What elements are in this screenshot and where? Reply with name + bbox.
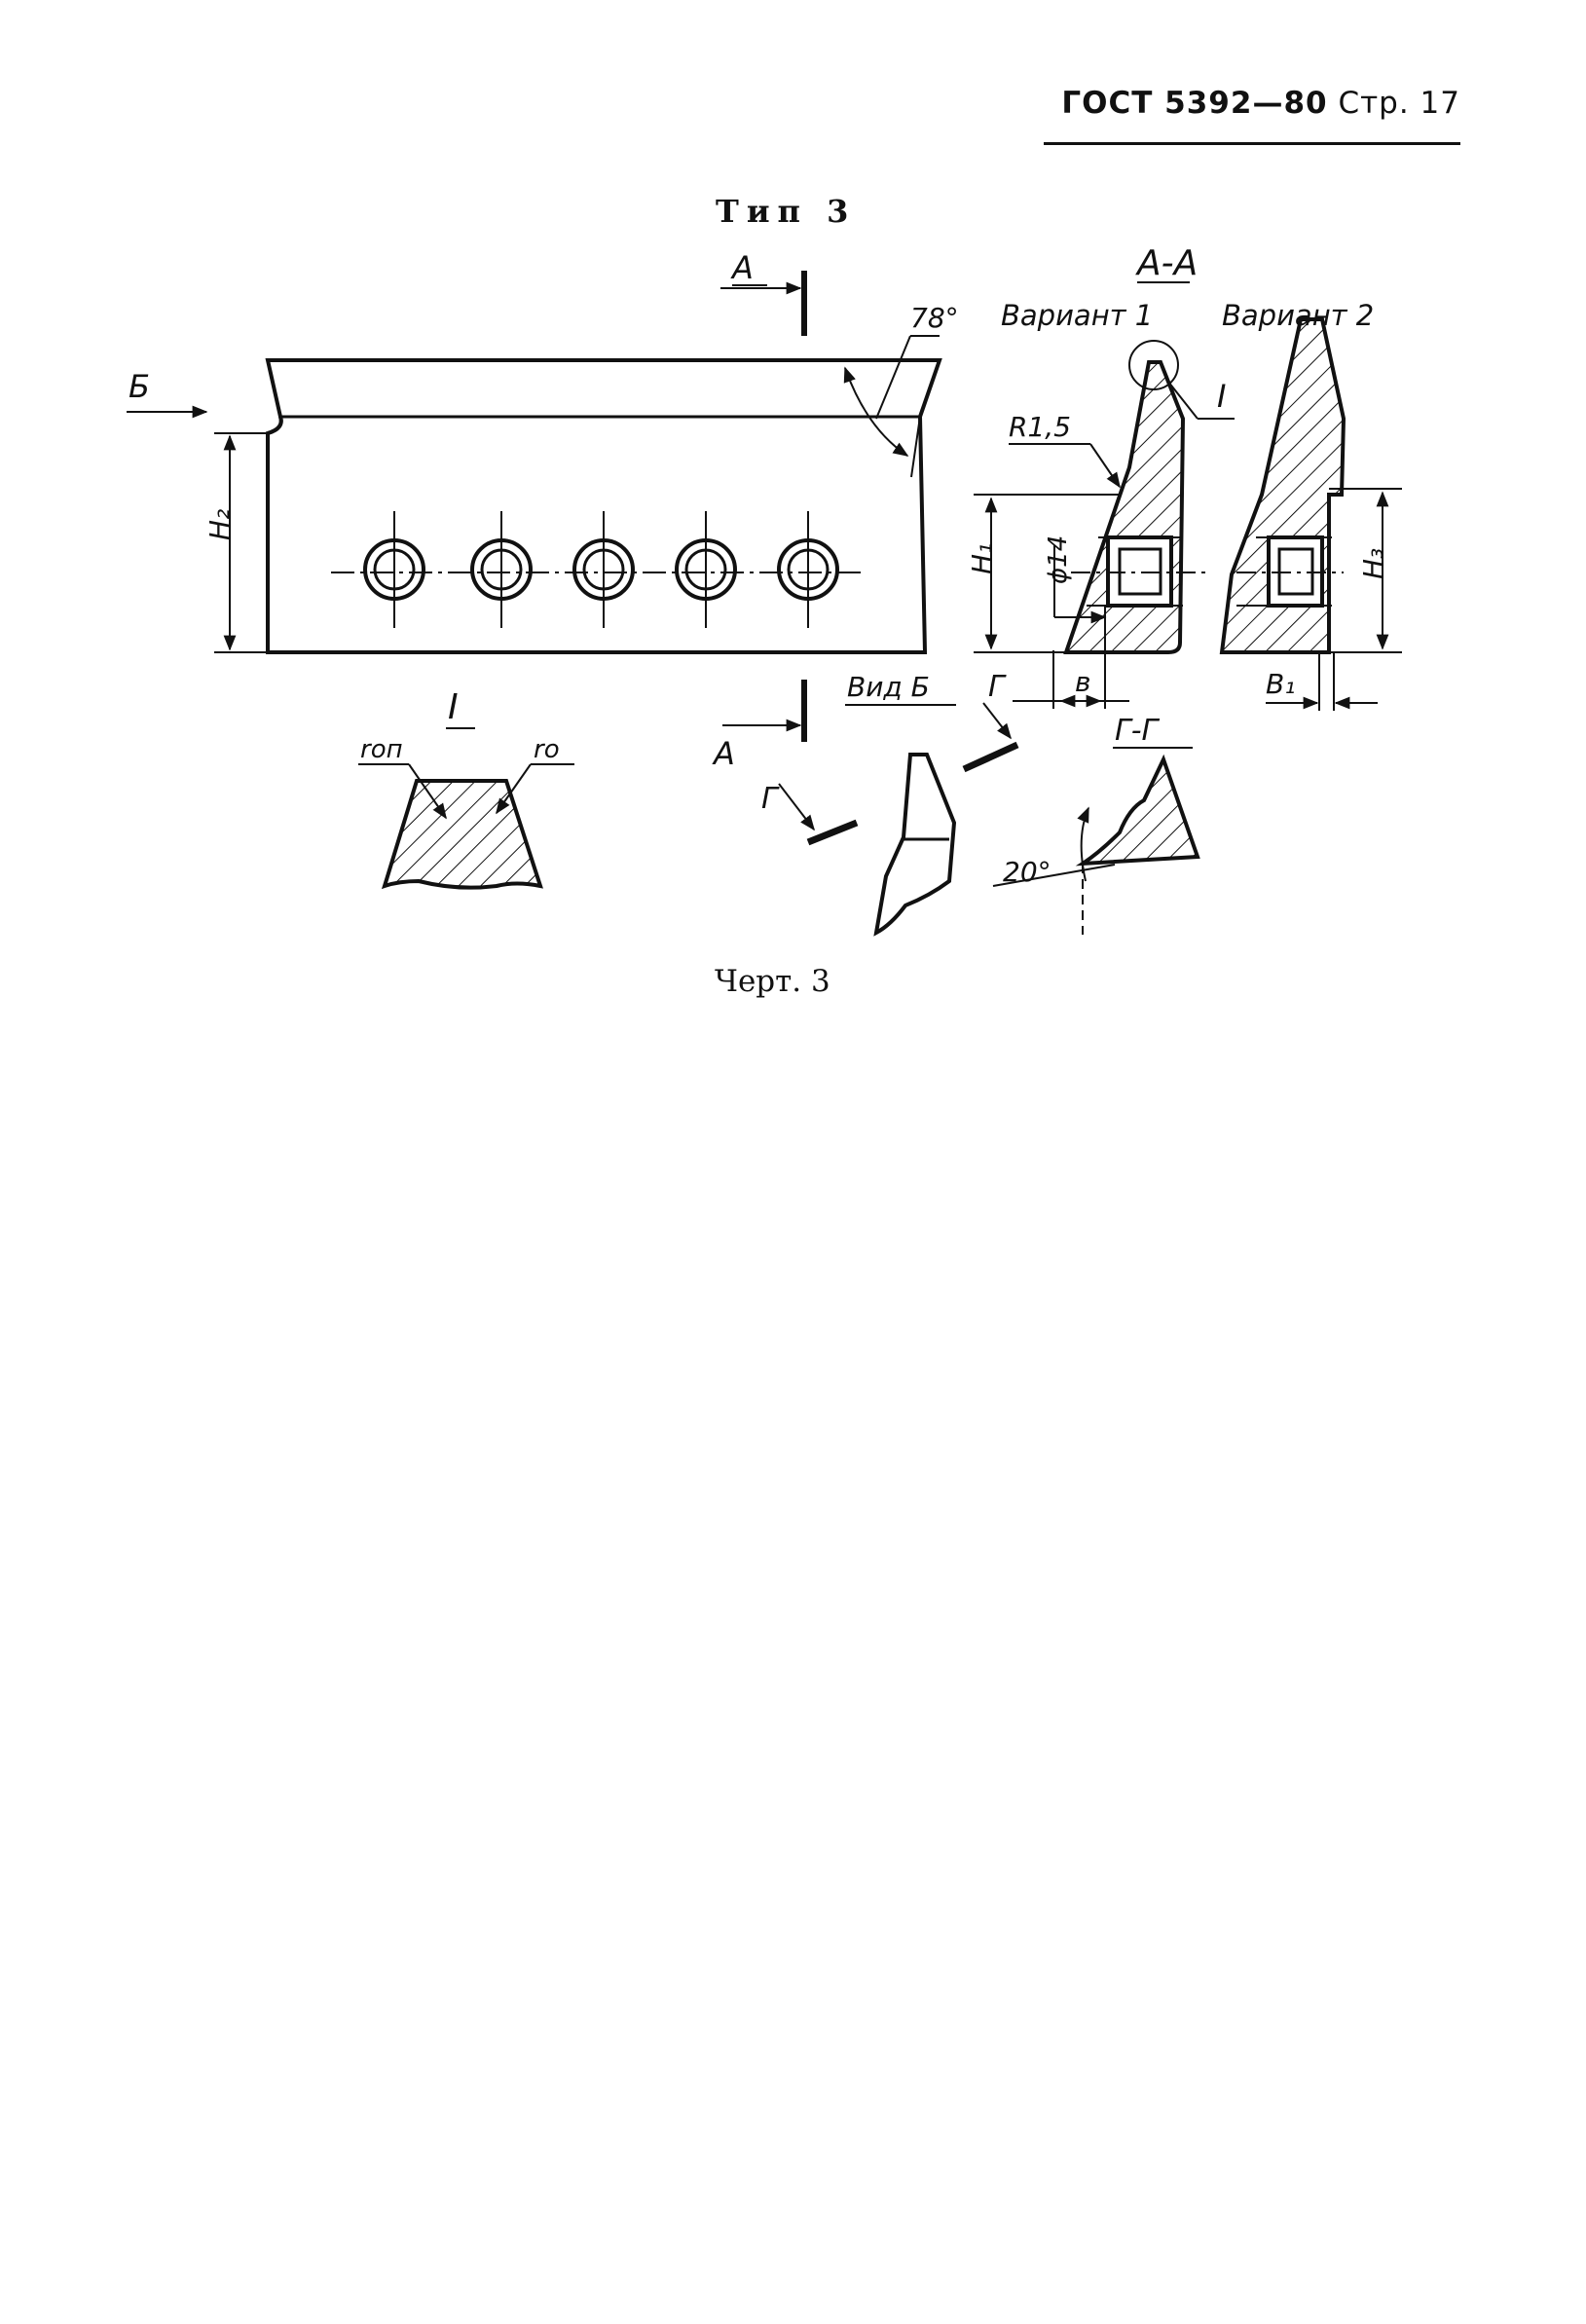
variant-1-label: Вариант 1 xyxy=(1001,299,1153,332)
section-a-marker-top xyxy=(720,271,807,336)
variant-1-section xyxy=(1063,360,1207,654)
angle-20-dimension xyxy=(992,806,1116,935)
view-b-arrow-label: Б xyxy=(129,368,150,405)
header-rule xyxy=(1044,142,1460,145)
angle-78-dimension xyxy=(843,335,940,478)
h2-dimension xyxy=(214,432,268,653)
b-dimension xyxy=(1013,606,1129,709)
h1-label: H₁ xyxy=(966,543,998,574)
h2-label: H₂ xyxy=(203,509,236,540)
section-aa-title: А-А xyxy=(1135,243,1198,283)
r-o-label: rо xyxy=(534,735,560,764)
detail-i-profile xyxy=(381,779,543,890)
section-g-marker-right xyxy=(962,702,1019,773)
h1-dimension xyxy=(974,494,1120,653)
detail-i-circle xyxy=(1128,340,1179,390)
detail-i-callout: I xyxy=(1217,378,1226,415)
h3-label: H₃ xyxy=(1357,548,1389,579)
view-b-profile xyxy=(873,753,957,937)
angle-78-label: 78° xyxy=(910,302,959,334)
d14-leader xyxy=(1053,545,1107,624)
b1-label: В₁ xyxy=(1266,668,1295,700)
figure-caption: Черт. 3 xyxy=(715,964,830,999)
detail-i-leaders xyxy=(358,763,574,820)
r15-label: R1,5 xyxy=(1009,411,1071,443)
section-a-label-top: А xyxy=(730,249,754,286)
h3-dimension xyxy=(1329,488,1402,653)
b-label: в xyxy=(1075,666,1091,698)
section-g-marker-left xyxy=(778,783,859,846)
section-gg-profile xyxy=(1075,754,1200,867)
section-gg-title: Г-Г xyxy=(1115,714,1161,748)
r-on-label: rоп xyxy=(360,735,403,764)
view-b-title: Вид Б xyxy=(847,671,930,703)
blade-front-view xyxy=(265,358,942,654)
variant-2-section xyxy=(1219,317,1346,654)
standard-number: ГОСТ 5392—80 xyxy=(1061,86,1328,121)
d14-label: ϕ14 xyxy=(1044,535,1073,584)
figure-title: Тип 3 xyxy=(716,193,857,230)
angle-20-label: 20° xyxy=(1003,856,1051,888)
b1-dimension xyxy=(1266,652,1378,711)
page-header: ГОСТ 5392—80 Стр. 17 xyxy=(1032,86,1460,121)
section-a-marker-bottom xyxy=(722,680,807,742)
section-a-label-bottom: А xyxy=(712,735,735,772)
detail-i-title: I xyxy=(448,687,459,727)
page-number: Стр. 17 xyxy=(1338,86,1460,121)
section-g-label-left: Г xyxy=(761,782,780,816)
section-g-label-right: Г xyxy=(988,670,1007,704)
mounting-holes xyxy=(331,511,867,628)
